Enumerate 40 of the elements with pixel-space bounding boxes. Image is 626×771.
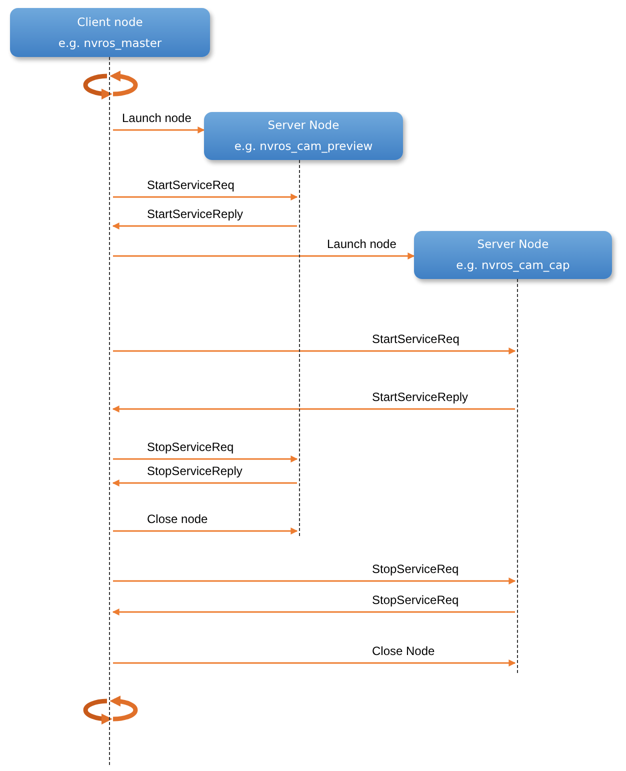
message-arrow: [113, 252, 415, 260]
loop-arrow: [83, 698, 112, 724]
message-arrow: [113, 578, 516, 584]
message-arrow: [112, 406, 515, 412]
participant-example: e.g. nvros_cam_cap: [455, 257, 571, 274]
loop-arrow: [110, 696, 138, 722]
participant-example: e.g. nvros_cam_preview: [233, 138, 374, 155]
participant-example: e.g. nvros_master: [57, 34, 163, 52]
participant-name: Server Node: [266, 117, 340, 134]
message-label: StartServiceReply: [371, 390, 470, 404]
message-arrow: [112, 480, 297, 486]
message-label: Launch node: [121, 111, 192, 125]
message-arrow: [112, 608, 515, 616]
message-label: StopServiceReply: [146, 464, 244, 478]
lifeline: [515, 279, 521, 673]
message-label: Close Node: [371, 644, 436, 658]
loop-arrow: [83, 74, 112, 100]
message-label: StopServiceReq: [371, 593, 460, 607]
loop-arrow: [110, 70, 138, 96]
message-arrow: [113, 456, 298, 462]
message-label: StartServiceReq: [371, 332, 460, 346]
participant-box: [414, 231, 612, 279]
participant-box: [10, 8, 210, 57]
message-arrow: [113, 660, 516, 666]
participant-name: Client node: [76, 14, 144, 30]
message-arrow: [113, 528, 298, 534]
message-label: StopServiceReq: [371, 562, 460, 576]
participant-box: [204, 112, 403, 160]
message-label: Close node: [146, 512, 209, 526]
participant-name: Server Node: [476, 236, 550, 253]
lifeline: [297, 160, 303, 536]
message-arrow: [113, 348, 516, 354]
message-arrow: [112, 222, 297, 230]
message-arrow: [113, 194, 298, 200]
message-label: StopServiceReq: [146, 440, 235, 454]
message-label: StartServiceReq: [146, 178, 236, 192]
message-label: Launch node: [326, 237, 398, 251]
lifeline: [107, 57, 113, 765]
message-label: StartServiceReply: [146, 207, 244, 221]
message-arrow: [113, 126, 205, 134]
